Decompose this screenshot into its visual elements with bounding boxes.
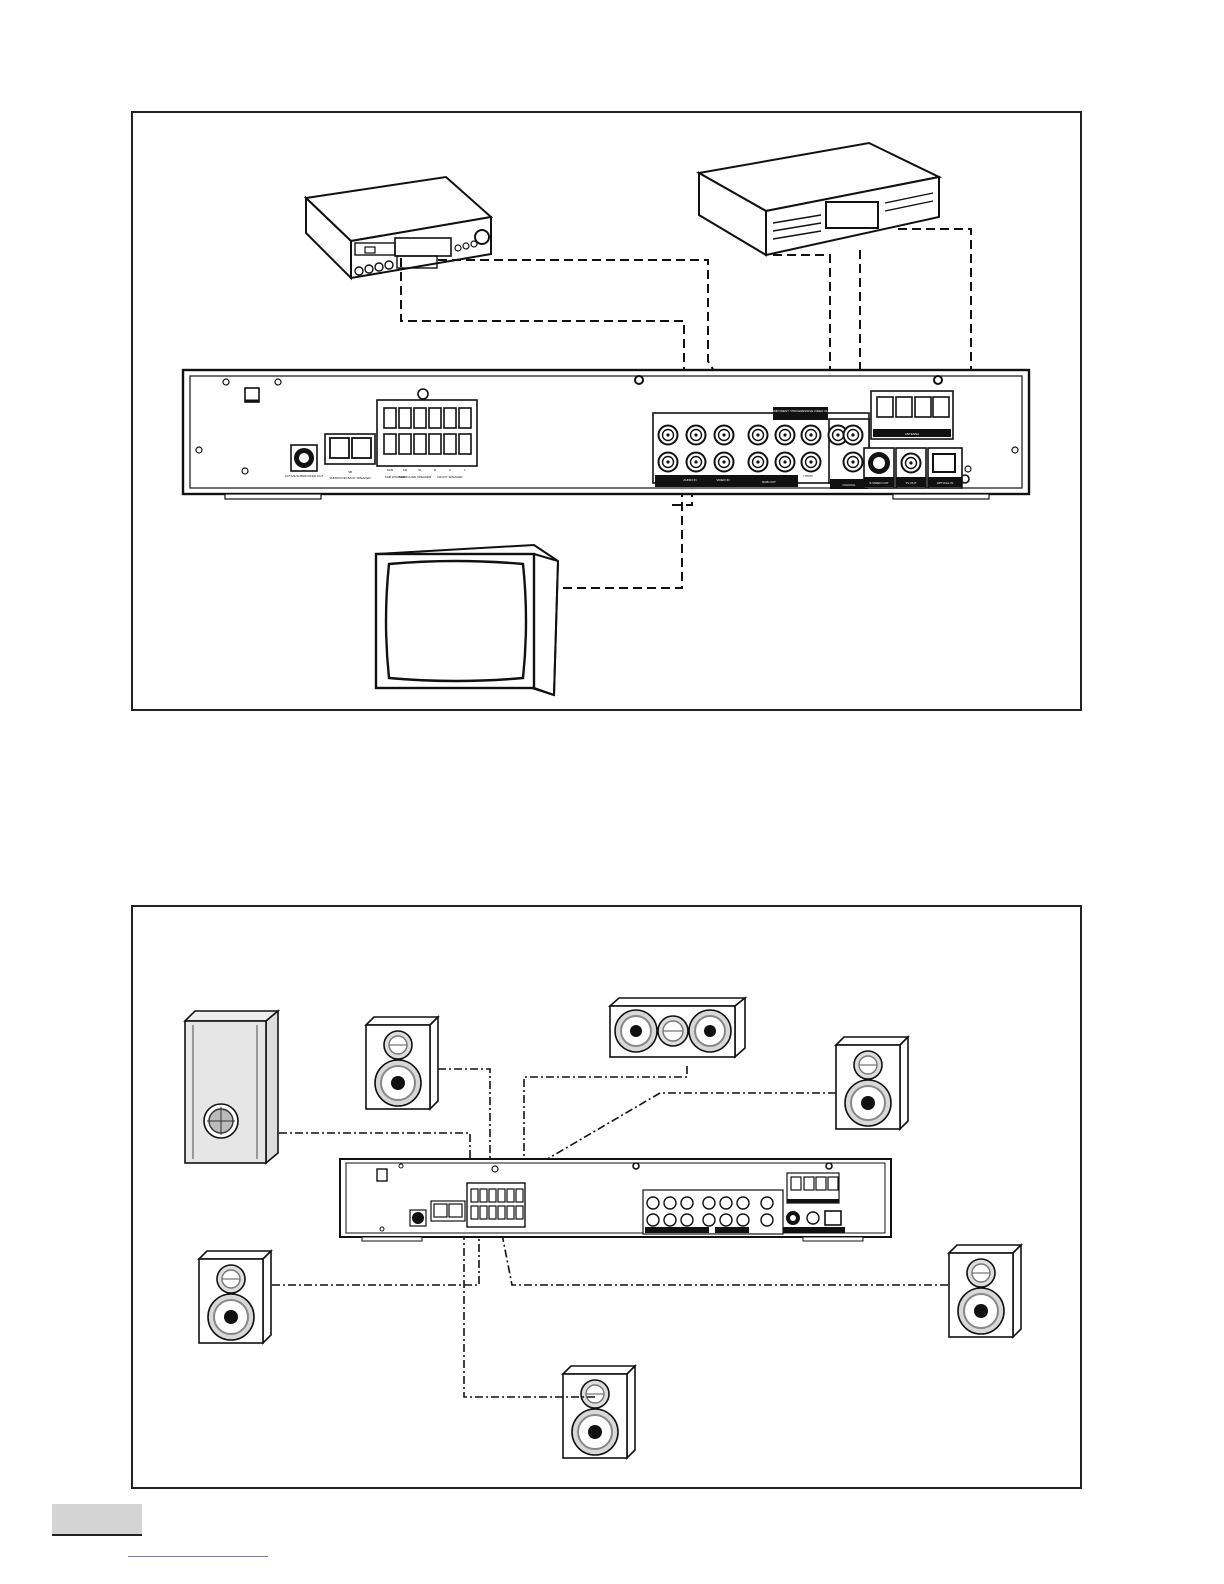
coaxial-label-2: COAXIAL [842,483,855,487]
page-number-tab [52,1504,142,1536]
y-pb-pr-label: Y/Pb/Pr [803,474,813,478]
front-left-speaker [366,1017,438,1109]
cassette-deck-device [306,177,491,278]
footer-link-underline [128,1556,268,1557]
surround-speaker-label: SURROUND SPEAKER [399,475,432,479]
ch-sb-label: SB [348,470,352,474]
component-video-out-label: COMPONENT / PROGRESSIVE VIDEO OUT [769,409,830,413]
ch-sl-label: SL [418,468,422,472]
surround-back-speaker [563,1366,635,1458]
center-speaker [610,998,745,1057]
tv-out-label: TV OUT [906,481,917,485]
active-subwoofer-out-label: ACTIVE SUBWOOFER OUT [285,474,324,478]
speakers-diagram-svg [133,907,1084,1491]
surround-left-speaker [199,1251,271,1343]
rgb-out-label: RGB OUT [762,480,776,484]
av-sources-diagram-svg: ACTIVE SUBWOOFER OUT SB SURROUND BACK SP… [133,113,1084,713]
connection-diagram-speakers [131,905,1082,1489]
optical-in-label: OPTICAL IN [937,481,954,485]
ch-sub-label: SUB [387,468,393,472]
surround-back-speaker-label: SURROUND BACK SPEAKER [329,476,371,480]
receiver-back-panel-small [340,1159,891,1241]
surround-right-speaker [949,1245,1021,1337]
connection-diagram-av-sources: ACTIVE SUBWOOFER OUT SB SURROUND BACK SP… [131,111,1082,711]
s-video-out-label: S-VIDEO OUT [869,481,889,485]
subwoofer-speaker [185,1011,278,1163]
video-in-label: VIDEO IN [716,478,729,482]
receiver-back-panel: ACTIVE SUBWOOFER OUT SB SURROUND BACK SP… [183,370,1029,499]
dvd-player-device [699,143,939,255]
front-speaker-label: FRONT SPEAKER [437,475,463,479]
television-device [376,545,558,695]
front-right-speaker [836,1037,908,1129]
antenna-label: ANTENNA [905,432,919,436]
audio-in-label: AUDIO IN [683,478,696,482]
